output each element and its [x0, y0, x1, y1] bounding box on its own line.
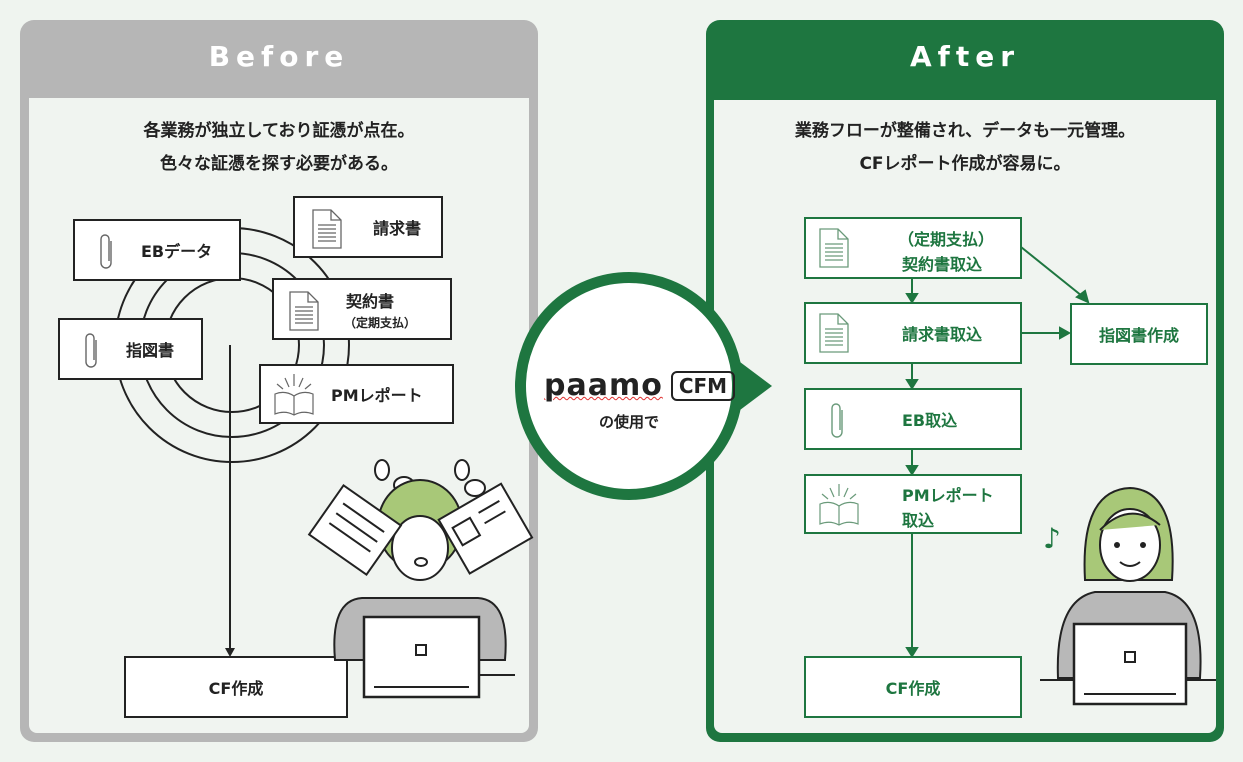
- paamo-cfm-logo: paamo CFM: [544, 368, 736, 403]
- after-result-cf: CF作成: [804, 656, 1022, 718]
- after-subtitle-line1: 業務フローが整備され、データも一元管理。: [794, 121, 1136, 141]
- after-step-invoice-label: 請求書取込: [902, 325, 983, 344]
- after-step-pm-line1: PMレポート: [902, 486, 994, 505]
- open-book-icon: [274, 374, 314, 416]
- before-flow-arrowhead: [225, 648, 235, 657]
- arrow-contract-to-instruction: [1020, 246, 1083, 297]
- after-step-contract: （定期支払） 契約書取込: [804, 217, 1022, 279]
- document-icon: [819, 228, 849, 268]
- after-step-pm-line2: 取込: [902, 511, 935, 530]
- after-step-invoice: 請求書取込: [804, 302, 1022, 364]
- before-subtitle-line1: 各業務が独立しており証憑が点在。: [143, 121, 415, 141]
- paperclip-icon: [85, 333, 97, 368]
- after-step-instruction-label: 指図書作成: [1098, 326, 1179, 345]
- paper-right-icon: [437, 482, 534, 575]
- before-item-invoice-label: 請求書: [373, 219, 422, 238]
- before-subtitle-line2: 色々な証憑を探す必要がある。: [160, 154, 398, 174]
- after-result-cf-label: CF作成: [885, 679, 941, 698]
- before-item-eb-data: EBデータ: [73, 219, 241, 281]
- before-item-pm-report: PMレポート: [259, 364, 454, 424]
- document-icon: [312, 209, 342, 249]
- before-item-eb-data-label: EBデータ: [141, 242, 213, 261]
- after-step-eb-label: EB取込: [902, 411, 958, 430]
- after-title: After: [909, 40, 1021, 73]
- before-result-cf-label: CF作成: [208, 679, 264, 698]
- music-note-icon: ♪: [1043, 522, 1061, 555]
- paperclip-icon: [100, 234, 112, 269]
- before-item-contract-note: （定期支払）: [344, 316, 417, 330]
- after-step-contract-line1: （定期支払）: [898, 230, 995, 249]
- after-step-pm-report: PMレポート 取込: [804, 474, 1022, 534]
- before-item-pm-report-label: PMレポート: [331, 386, 423, 405]
- bubble-caption: の使用で: [598, 413, 659, 431]
- before-item-invoice: 請求書: [293, 196, 443, 258]
- laptop: [1072, 622, 1188, 706]
- before-item-instruction-label: 指図書: [126, 341, 175, 360]
- product-badge: CFM: [670, 370, 736, 401]
- after-step-instruction: 指図書作成: [1070, 303, 1208, 365]
- before-item-contract-label: 契約書: [346, 292, 395, 311]
- document-icon: [289, 291, 319, 331]
- before-title: Before: [208, 40, 350, 73]
- before-item-contract: 契約書 （定期支払）: [272, 278, 452, 340]
- after-step-eb: EB取込: [804, 388, 1022, 450]
- after-subtitle-line2: CFレポート作成が容易に。: [859, 154, 1071, 174]
- paperclip-icon: [831, 403, 843, 438]
- laptop: [362, 615, 481, 699]
- after-step-contract-line2: 契約書取込: [902, 255, 983, 274]
- face: [391, 515, 449, 581]
- before-result-cf: CF作成: [124, 656, 348, 718]
- paamo-cfm-bubble: paamo CFM の使用で: [515, 272, 743, 500]
- paper-left-icon: [307, 483, 403, 577]
- brand-name: paamo: [544, 368, 663, 403]
- open-book-icon: [819, 484, 859, 526]
- before-item-instruction: 指図書: [58, 318, 203, 380]
- document-icon: [819, 313, 849, 353]
